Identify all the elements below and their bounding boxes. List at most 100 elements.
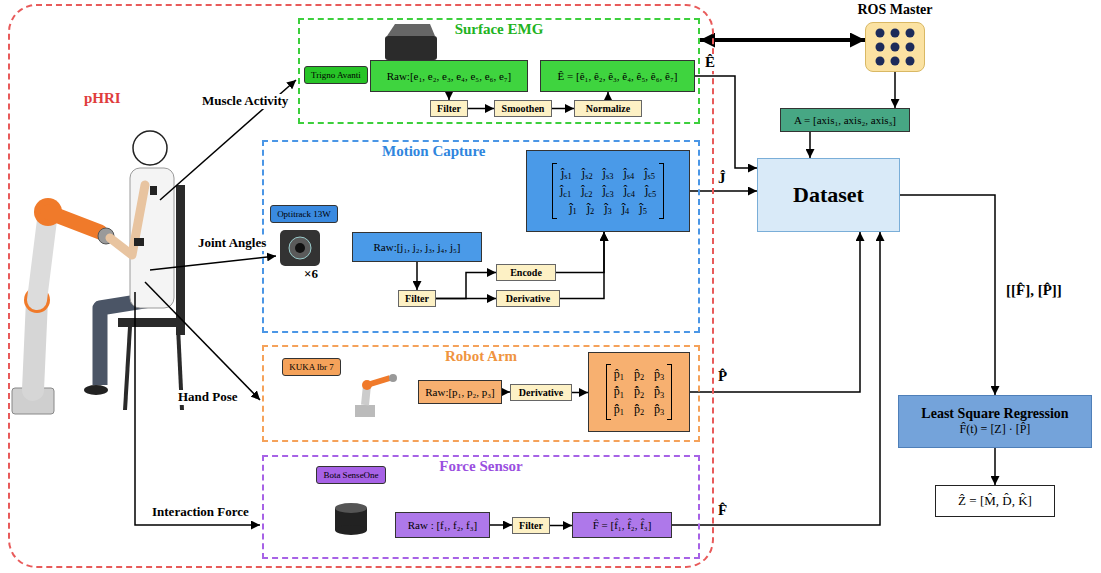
- matrix-row: p̂̇1 p̂̇2 p̂̇3: [614, 383, 665, 400]
- panel-title: Surface EMG: [300, 21, 698, 38]
- matrix-subscript: 5: [643, 207, 647, 216]
- connector: [552, 108, 574, 110]
- connector: [690, 190, 757, 192]
- person-illustration-part: [133, 131, 167, 165]
- matrix-row: p̂̈1 p̂̈2 p̂̈3: [614, 401, 665, 418]
- process-step: Filter: [398, 290, 436, 307]
- matrix-subscript: 2: [590, 207, 594, 216]
- ros-dots-part: [906, 43, 915, 52]
- raw-signal-box: Raw : [f₁, f₂, f₃]: [395, 512, 490, 538]
- matrix-symbol: ĵ̇: [639, 201, 642, 215]
- person-illustration-part: [118, 318, 184, 327]
- matrix-symbol: ĵ: [644, 166, 647, 180]
- ros-dots-part: [876, 57, 885, 66]
- process-step: Smoothen: [494, 100, 552, 117]
- connector: [809, 132, 811, 158]
- matrix-subscript: c1: [563, 190, 571, 199]
- box-text: Normalize: [586, 103, 630, 114]
- device-tag: Optitrack 13W: [270, 205, 338, 223]
- box-text: Least Square Regression: [921, 406, 1068, 422]
- annotation-label: Muscle Activity: [200, 94, 290, 109]
- device-tag: KUKA lbr 7: [282, 358, 341, 376]
- matrix-symbol: p̂: [654, 367, 660, 381]
- connector: [690, 232, 860, 392]
- matrix-symbol: ĵ: [603, 166, 606, 180]
- emg-panel: Surface EMG Trigno Avanti Raw:[e₁, e₂, e₃,…: [298, 18, 700, 124]
- matrix-subscript: 3: [608, 207, 612, 216]
- connector: [436, 273, 496, 299]
- box-text: F̂ = [f̂₁, f̂₂, f̂₃]: [593, 519, 652, 531]
- connector: [502, 391, 510, 393]
- box-text: Raw:[j₁, j₂, j₃, j₄, j₅]: [373, 241, 460, 253]
- matrix-subscript: c5: [648, 190, 656, 199]
- matrix-brackets: p̂1 p̂2 p̂3p̂̇1 p̂̇2 p̂̇3p̂̈1 p̂̈2 p̂̈3: [606, 364, 673, 420]
- camera-icon: [280, 230, 320, 266]
- ros-master-icon: ROS Master: [865, 22, 925, 72]
- matrix-symbol: ĵ: [581, 183, 584, 197]
- connector: [900, 195, 995, 395]
- matrix-symbol: p̂̇: [634, 384, 640, 398]
- box-text: Ẑ = [M̂, D̂, K̂]: [958, 493, 1032, 509]
- matrix-symbol: ĵ̇: [604, 201, 607, 215]
- matrix-subscript: 1: [620, 391, 624, 400]
- edge-label: F̂: [716, 502, 729, 519]
- connector: [894, 72, 896, 108]
- matrix-subscript: 4: [625, 207, 629, 216]
- connector: [436, 298, 496, 300]
- emg-device-icon-part: [387, 24, 435, 36]
- edge-label: Ĵ: [716, 170, 728, 187]
- person-illustration-part: [134, 238, 144, 246]
- matrix-row: p̂1 p̂2 p̂3: [614, 366, 665, 383]
- region-title: pHRI: [84, 90, 121, 107]
- connector: [607, 92, 609, 100]
- annotation-label: ×6: [302, 267, 320, 282]
- raw-signal-box: Raw:[e₁, e₂, e₃, e₄, e₅, e₆, e₇]: [370, 60, 528, 92]
- leader-lines-part: [135, 292, 260, 525]
- ros-dots-part: [876, 43, 885, 52]
- edge-label: P̂: [716, 368, 729, 385]
- phri-region: pHRI Surface EMG Trigno Avanti Raw:[e₁, e₂,…: [8, 4, 714, 568]
- process-step: Filter: [430, 100, 468, 117]
- matrix-subscript: 1: [620, 408, 624, 417]
- force-sensor-icon-part: [335, 525, 367, 535]
- matrix-symbol: ĵ̇: [622, 201, 625, 215]
- box-text: Dataset: [793, 182, 864, 208]
- state-matrix-box: ĵs1 ĵs2 ĵs3 ĵs4 ĵs5ĵc1 ĵc2 ĵc3 ĵc4 ĵc5ĵ̇…: [526, 150, 690, 232]
- axis-vector-box: A = [axis₁, axis₂, axis₃]: [780, 108, 910, 132]
- matrix-row: ĵc1 ĵc2 ĵc3 ĵc4 ĵc5: [560, 182, 656, 199]
- robot-icon-part: [389, 374, 397, 382]
- matrix-subscript: 1: [620, 373, 624, 382]
- box-text: Bota SenseOne: [323, 470, 378, 480]
- process-step: Derivative: [510, 384, 572, 401]
- box-text: Ê = [ê₁, ê₂, ê₃, ê₄, ê₅, ê₆, ê₇]: [558, 70, 678, 82]
- force-sensor-icon-part: [335, 503, 367, 513]
- matrix-symbol: p̂: [614, 367, 620, 381]
- annotation-label: Joint Angles: [196, 236, 268, 251]
- raw-signal-box: Raw:[p₁, p₂, p₃]: [418, 380, 502, 404]
- box-text: Raw:[e₁, e₂, e₃, e₄, e₅, e₆, e₇]: [387, 70, 512, 82]
- person-illustration-part: [130, 168, 174, 308]
- edge-label: Ê: [703, 54, 717, 71]
- person-illustration-part: [110, 185, 145, 255]
- person-illustration-part: [176, 185, 185, 335]
- robot-icon-part: [355, 405, 375, 417]
- ros-dots-part: [906, 57, 915, 66]
- robot-icon-part: [367, 378, 390, 385]
- person-illustration-part: [84, 385, 108, 395]
- robot-illustration-part: [48, 212, 100, 232]
- ros-dots-part: [906, 29, 915, 38]
- connector: [468, 108, 494, 110]
- person-illustration-part: [178, 327, 182, 410]
- box-text: Optitrack 13W: [277, 209, 331, 219]
- matrix-symbol: p̂: [634, 367, 640, 381]
- box-text: Smoothen: [502, 103, 545, 114]
- output-vector-box: F̂ = [f̂₁, f̂₂, f̂₃]: [572, 512, 672, 538]
- regression-box: Least Square RegressionF̂(t) = [Z] · [P̂…: [898, 395, 1092, 448]
- matrix-symbol: p̂̈: [614, 402, 620, 416]
- matrix-symbol: ĵ̇: [587, 201, 590, 215]
- box-text: Trigno Avanti: [311, 70, 361, 80]
- process-step: Filter: [512, 517, 550, 534]
- force-sensor-icon: [335, 503, 367, 535]
- matrix-symbol: ĵ: [624, 183, 627, 197]
